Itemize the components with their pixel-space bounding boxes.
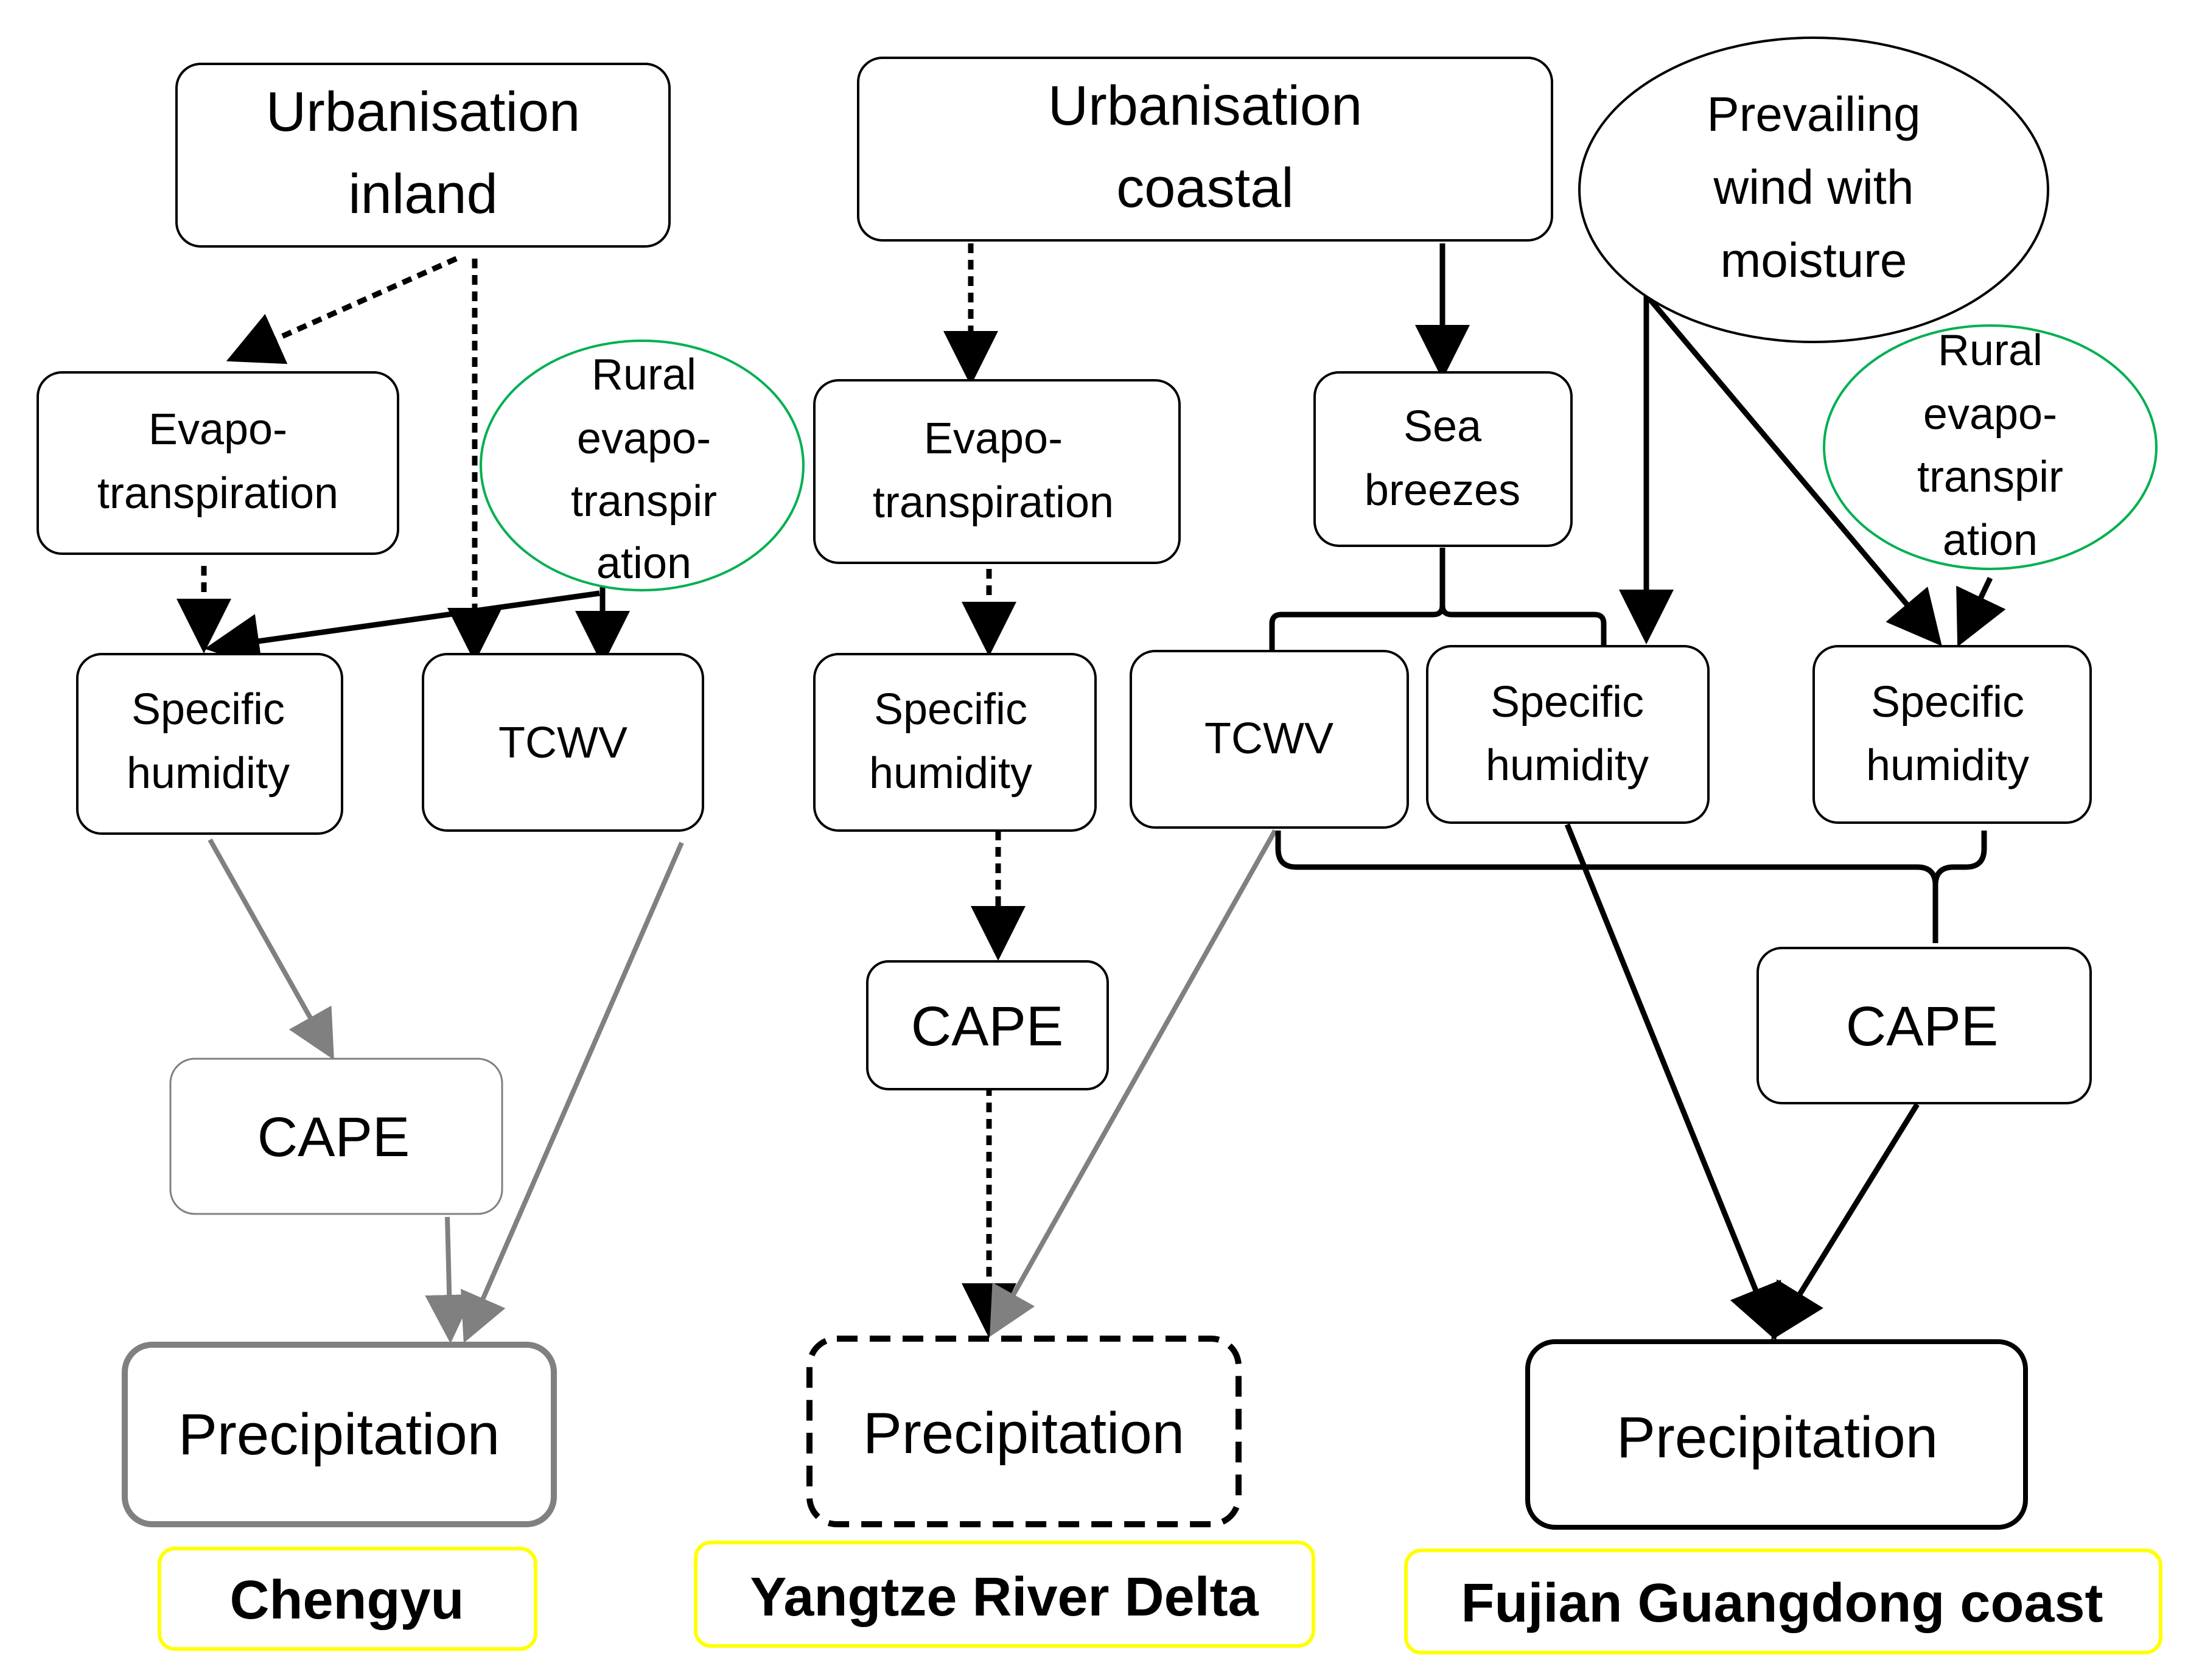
node-label-line: CAPE	[911, 995, 1064, 1058]
arrow-tcwv-to-precip-yangtze	[990, 829, 1277, 1337]
node-prevailing-wind: Prevailing wind with moisture	[1578, 37, 2049, 343]
node-specific-humidity-yangtze: Specific humidity	[813, 653, 1097, 832]
node-label-line: Evapo-	[924, 414, 1063, 463]
bracket-to-cape-fujian	[1275, 831, 1987, 943]
node-label-line: evapo-	[577, 414, 711, 463]
node-label-line: TCWV	[1204, 714, 1333, 763]
arrow-tcwv-to-precip-chengyu	[461, 842, 684, 1344]
node-label-line: Precipitation	[1617, 1405, 1938, 1470]
node-cape-chengyu: CAPE	[169, 1058, 503, 1215]
node-label-line: Rural	[1938, 326, 2043, 375]
node-label-line: ation	[596, 539, 691, 588]
arrow-humidity-to-cape-chengyu	[208, 838, 334, 1060]
arrow-rural-to-humidity-chengyu	[204, 590, 600, 669]
node-label-line: Specific	[1491, 678, 1644, 727]
node-label-line: transpiration	[97, 469, 338, 518]
node-label-line: transpiration	[873, 478, 1114, 527]
node-tcwv-fujian: TCWV	[1130, 650, 1409, 829]
node-label-line: breezes	[1365, 466, 1520, 515]
node-label-line: CAPE	[257, 1106, 410, 1168]
node-label-line: Urbanisation	[266, 81, 581, 143]
node-sea-breezes: Sea breezes	[1313, 371, 1573, 547]
bracket-sea-breezes	[1269, 548, 1607, 651]
node-label-line: Specific	[1871, 678, 2024, 727]
node-label-line: moisture	[1721, 233, 1907, 287]
node-label-line: Prevailing	[1707, 87, 1920, 141]
region-label-text: Fujian Guangdong coast	[1461, 1573, 2103, 1634]
node-specific-humidity-fujian-left: Specific humidity	[1426, 645, 1710, 824]
region-label-fujian: Fujian Guangdong coast	[1404, 1549, 2162, 1654]
node-label-line: TCWV	[498, 719, 627, 767]
region-label-text: Chengyu	[229, 1570, 464, 1631]
arrow-cape-to-precip-chengyu	[425, 1216, 474, 1344]
arrow-urban-inland-to-evapo	[226, 256, 458, 364]
node-tcwv-chengyu: TCWV	[422, 653, 704, 832]
node-label-line: transpir	[1917, 453, 2063, 501]
arrow-wind-to-humidity-right	[1644, 293, 1942, 646]
arrow-humidity-to-precip-fujian	[1564, 823, 1781, 1341]
node-label-line: ation	[1943, 516, 2038, 565]
node-precipitation-chengyu: Precipitation	[122, 1342, 557, 1527]
node-label-line: Specific	[874, 685, 1027, 734]
node-cape-yangtze: CAPE	[866, 960, 1109, 1090]
node-label-line: humidity	[1866, 741, 2029, 790]
node-label-line: Evapo-	[149, 405, 287, 454]
region-label-yangtze: Yangtze River Delta	[694, 1541, 1315, 1648]
node-label-line: coastal	[1116, 157, 1294, 219]
node-label-line: wind with	[1713, 160, 1914, 214]
node-specific-humidity-chengyu: Specific humidity	[76, 653, 343, 835]
region-label-text: Yangtze River Delta	[750, 1567, 1259, 1628]
node-rural-evapotranspiration-fujian: Rural evapo- transpir ation	[1823, 324, 2158, 570]
node-label-line: Urbanisation	[1048, 75, 1363, 137]
node-rural-evapotranspiration-chengyu: Rural evapo- transpir ation	[480, 340, 805, 591]
node-label-line: Rural	[592, 350, 696, 399]
node-label-line: humidity	[1486, 741, 1649, 790]
node-label-line: transpir	[571, 477, 717, 526]
region-label-chengyu: Chengyu	[158, 1547, 537, 1651]
node-urbanisation-inland: Urbanisation inland	[175, 63, 671, 248]
node-cape-fujian: CAPE	[1756, 947, 2092, 1104]
node-label-line: CAPE	[1846, 995, 1999, 1058]
node-label-line: evapo-	[1923, 390, 2057, 439]
node-urbanisation-coastal: Urbanisation coastal	[857, 57, 1553, 242]
node-label-line: Sea	[1403, 402, 1482, 451]
node-specific-humidity-fujian-right: Specific humidity	[1812, 645, 2092, 824]
connectors	[177, 243, 2006, 1344]
node-evapotranspiration-chengyu: Evapo- transpiration	[37, 371, 399, 555]
node-precipitation-yangtze: Precipitation	[806, 1336, 1242, 1527]
node-evapotranspiration-yangtze: Evapo- transpiration	[813, 379, 1181, 564]
node-label-line: Precipitation	[863, 1401, 1184, 1466]
node-label-line: Precipitation	[178, 1402, 500, 1467]
node-precipitation-fujian: Precipitation	[1525, 1339, 2028, 1530]
node-label-line: humidity	[127, 749, 290, 798]
arrow-rural-to-humidity-fujian	[1956, 577, 2006, 647]
node-label-line: humidity	[869, 749, 1032, 798]
node-label-line: Specific	[131, 685, 285, 734]
node-label-line: inland	[348, 163, 498, 225]
arrow-cape-to-precip-fujian	[1771, 1103, 1920, 1340]
